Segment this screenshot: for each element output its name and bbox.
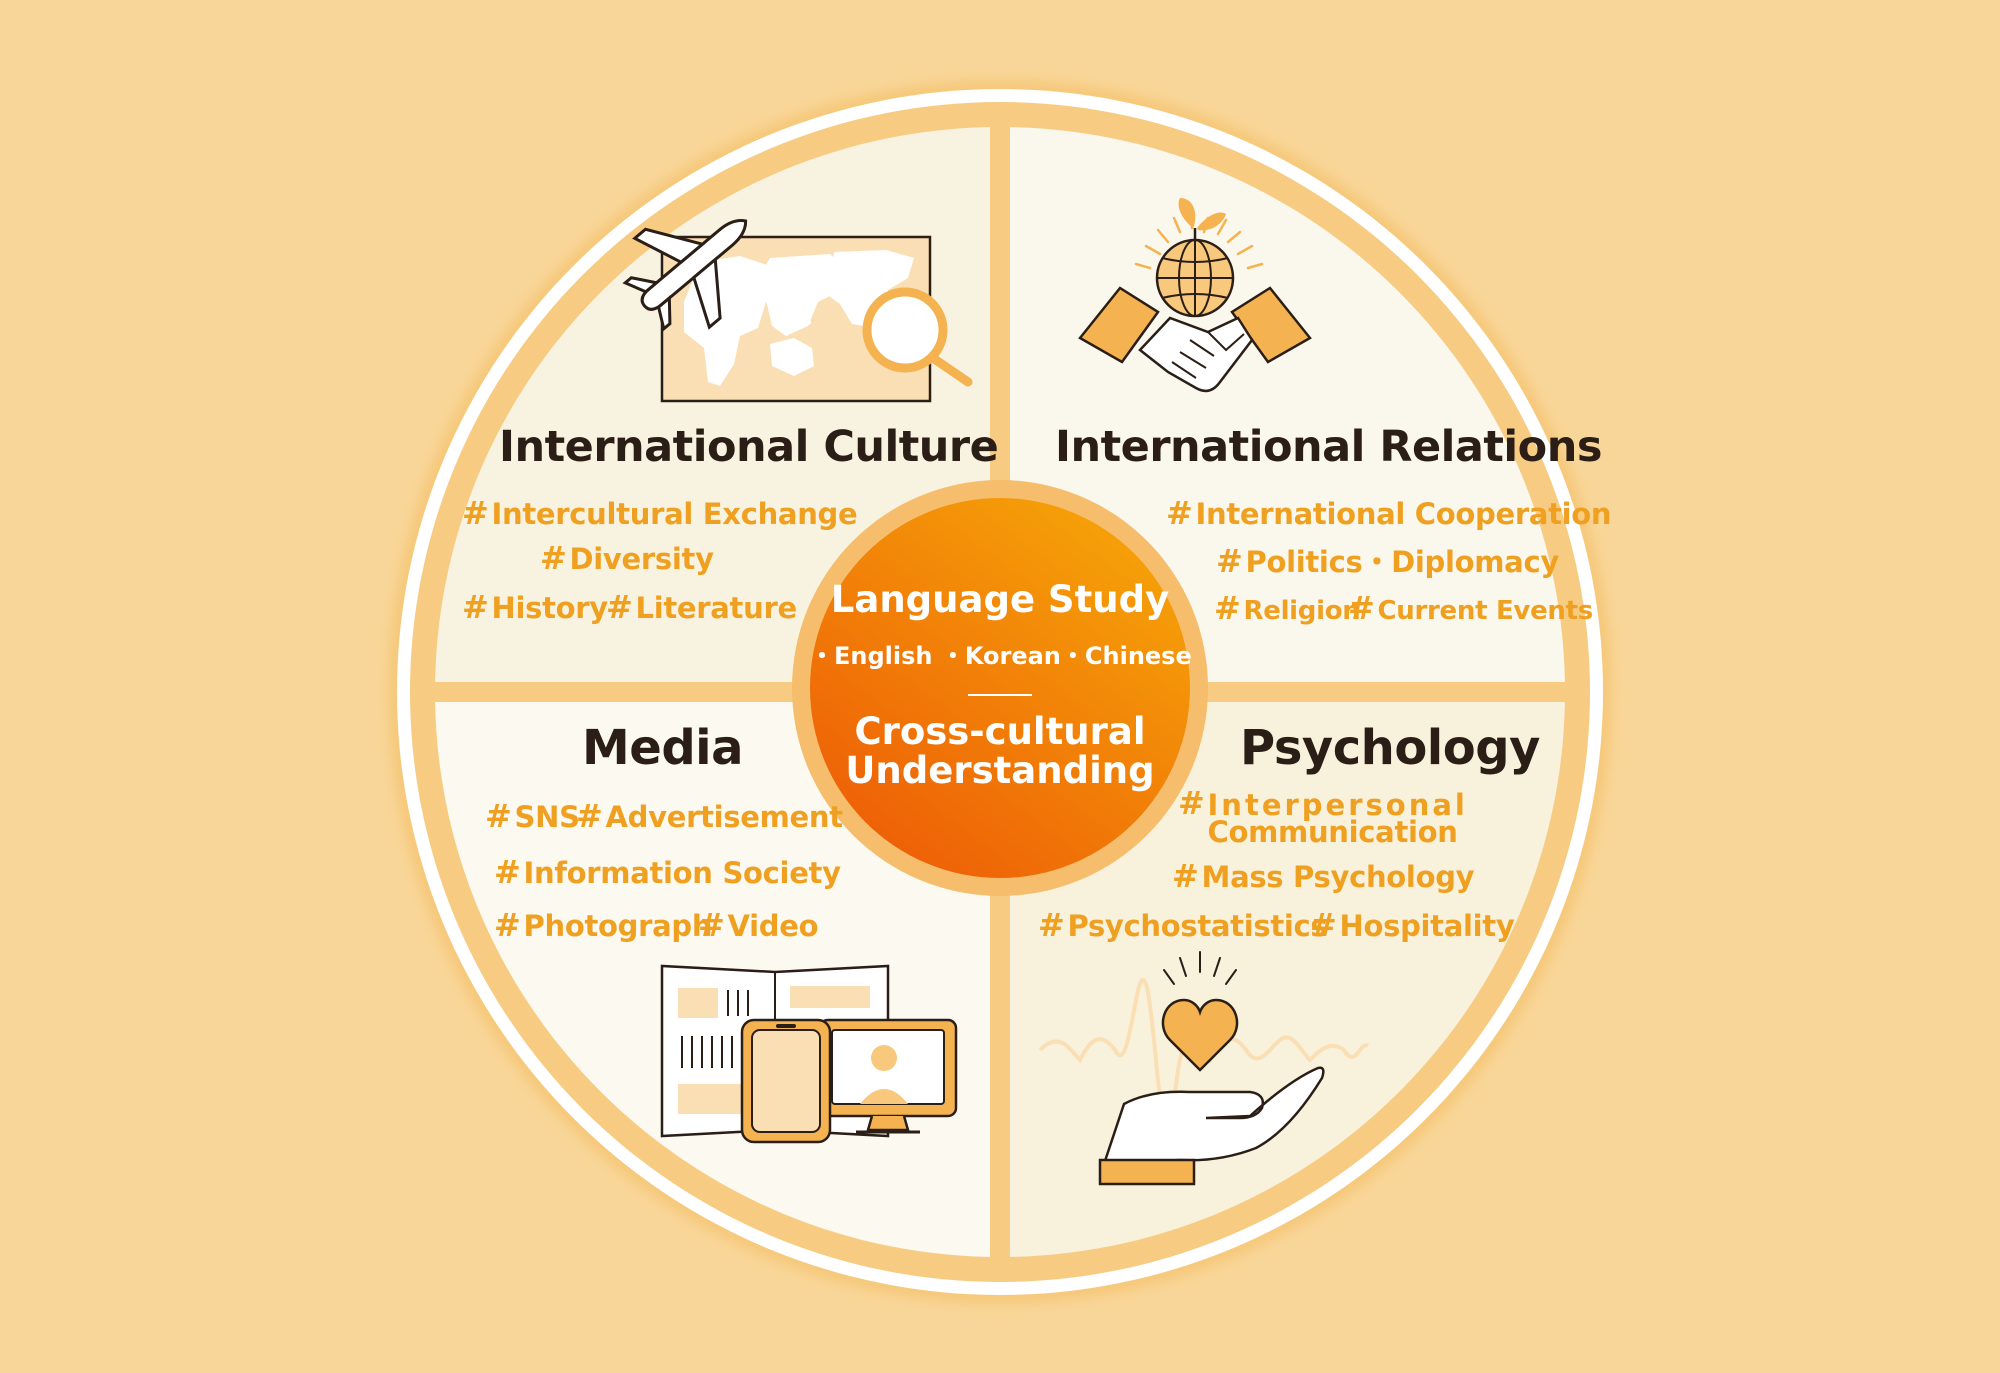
hash-symbol: #: [1038, 906, 1065, 944]
tag-label: Current Events: [1377, 596, 1594, 626]
tag-label: International Cooperation: [1195, 497, 1612, 531]
tag-history: #History: [462, 588, 608, 626]
hand-heart-wave-icon: [1038, 951, 1370, 1186]
center-divider: [968, 694, 1032, 696]
tag-label: Psychostatistics: [1067, 909, 1328, 943]
hash-symbol: #: [485, 797, 512, 835]
quadrant-title-relations: International Relations: [1055, 422, 1602, 472]
quadrant-title-psychology: Psychology: [1240, 720, 1540, 776]
tag-label: Diversity: [569, 542, 714, 576]
tag-label: Hospitality: [1339, 909, 1515, 943]
hash-symbol: #: [540, 539, 567, 577]
tag-label: Literature: [635, 591, 798, 625]
tag-label: History: [491, 591, 609, 625]
world-map-plane-magnifier-icon: [622, 219, 973, 403]
hash-symbol: #: [698, 906, 725, 944]
center-languages: ・English ・Korean・Chinese: [810, 642, 1192, 670]
tag-label: Interpersonal: [1207, 788, 1468, 822]
tag-label: Information Society: [523, 856, 842, 890]
tag-photograph: #Photograph: [494, 906, 712, 944]
newspaper-phone-monitor-icon: [660, 964, 958, 1144]
hash-symbol: #: [1178, 784, 1205, 822]
hash-symbol: #: [462, 588, 489, 626]
center-bottom-line1: Cross-cultural: [854, 710, 1146, 753]
quadrant-title-culture: International Culture: [499, 422, 999, 472]
hash-symbol: #: [1216, 542, 1243, 580]
tag-intercultural-exchange: #Intercultural Exchange: [462, 494, 858, 532]
center-hub: [810, 498, 1190, 878]
tag-video: #Video: [698, 906, 819, 944]
center-title: Language Study: [830, 578, 1170, 621]
tag-international-cooperation: #International Cooperation: [1166, 494, 1612, 532]
center-bottom-line2: Understanding: [845, 749, 1155, 792]
hash-symbol: #: [1214, 589, 1241, 627]
tag-psychostatistics: #Psychostatistics: [1038, 906, 1328, 944]
tag-label: SNS: [514, 800, 580, 834]
tag-hospitality: #Hospitality: [1310, 906, 1515, 944]
tag-label: Mass Psychology: [1201, 860, 1475, 894]
tag-sns: #SNS: [485, 797, 580, 835]
hash-symbol: #: [576, 797, 603, 835]
hash-symbol: #: [1310, 906, 1337, 944]
tag-diversity: #Diversity: [540, 539, 714, 577]
tag-label: Video: [727, 909, 819, 943]
tag-literature: #Literature: [606, 588, 797, 626]
tag-politics-diplomacy: #Politics・Diplomacy: [1216, 539, 1559, 581]
tag-label: Advertisement: [605, 800, 844, 834]
quadrant-title-media: Media: [582, 720, 744, 776]
tag-label: Intercultural Exchange: [491, 497, 858, 531]
tag-current-events: #Current Events: [1348, 589, 1593, 627]
tag-advertisement: #Advertisement: [576, 797, 843, 835]
hash-symbol: #: [606, 588, 633, 626]
tag-label: Politics・Diplomacy: [1245, 545, 1560, 579]
tag-label: Religion: [1243, 596, 1361, 626]
tag-information-society: #Information Society: [494, 853, 841, 891]
hash-symbol: #: [1172, 857, 1199, 895]
tag-mass-psychology: #Mass Psychology: [1172, 857, 1475, 895]
hash-symbol: #: [494, 906, 521, 944]
tag-religion: #Religion: [1214, 589, 1361, 627]
hash-symbol: #: [1166, 494, 1193, 532]
hash-symbol: #: [1348, 589, 1375, 627]
hash-symbol: #: [462, 494, 489, 532]
hash-symbol: #: [494, 853, 521, 891]
handshake-globe-sprout-icon: [1078, 198, 1312, 393]
tag-label: Photograph: [523, 909, 713, 943]
tag-label: Communication: [1207, 815, 1458, 849]
